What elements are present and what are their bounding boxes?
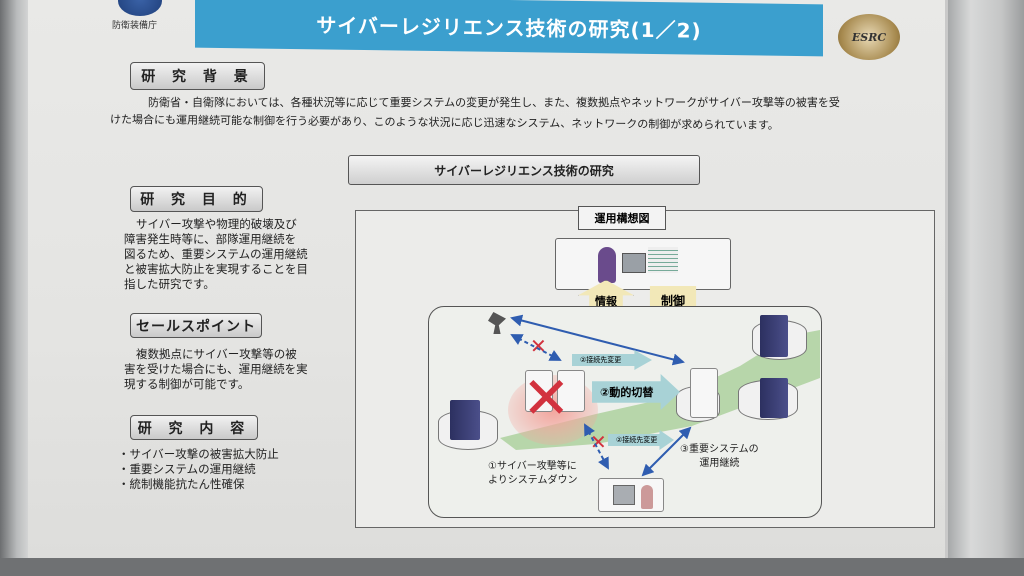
link-terminal-backup bbox=[641, 426, 692, 477]
selling-heading: セールスポイント bbox=[130, 313, 262, 338]
selling-line: 害を受けた場合にも、運用継続を実 bbox=[124, 362, 308, 376]
operator-icon bbox=[598, 247, 616, 283]
control-label: 制御 bbox=[660, 294, 685, 308]
purpose-heading: 研 究 目 的 bbox=[130, 186, 263, 212]
dynamic-switch-label: ②動的切替 bbox=[600, 386, 654, 399]
selling-line: 複数拠点にサイバー攻撃等の被 bbox=[136, 347, 297, 361]
caption-system-down-line: よりシステムダウン bbox=[488, 475, 578, 486]
purpose-line: 指した研究です。 bbox=[124, 277, 215, 291]
caption-continuity-line: ③重要システムの bbox=[680, 444, 759, 455]
conn-change-arrow-2: ②接続先変更 bbox=[608, 430, 674, 450]
purpose-text: サイバー攻撃や物理的破壊及び 障害発生時等に、部隊運用継続を 図るため、重要シス… bbox=[124, 217, 354, 292]
network-data-icon bbox=[648, 247, 678, 273]
contents-heading: 研 究 内 容 bbox=[130, 415, 258, 440]
background-heading: 研 究 背 景 bbox=[130, 62, 265, 90]
selling-text: 複数拠点にサイバー攻撃等の被 害を受けた場合にも、運用継続を実 現する制御が可能… bbox=[124, 347, 354, 392]
link-attacked-terminal bbox=[584, 423, 609, 470]
contents-list: ・サイバー攻撃の被害拡大防止 ・重要システムの運用継続 ・統制機能抗たん性確保 bbox=[118, 447, 348, 492]
server-north-icon bbox=[760, 315, 788, 357]
esrc-logo: ESRC bbox=[838, 14, 900, 60]
operator-icon bbox=[641, 485, 653, 509]
display-frame-right bbox=[948, 0, 1024, 576]
conn-change-arrow-1: ②接続先変更 bbox=[572, 350, 652, 370]
backup-operator-card bbox=[690, 368, 718, 418]
purpose-line: 障害発生時等に、部隊運用継続を bbox=[124, 232, 297, 246]
caption-continuity-line: 運用継続 bbox=[699, 458, 740, 469]
attacked-node-card-2 bbox=[557, 370, 585, 412]
ministry-logo bbox=[118, 0, 162, 16]
diagram-title: サイバーレジリエンス技術の研究 bbox=[348, 155, 700, 185]
attacked-node-card-1 bbox=[525, 370, 553, 412]
terminal-card bbox=[598, 478, 664, 512]
purpose-line: と被害拡大防止を実現することを目 bbox=[124, 262, 308, 276]
link-antenna-backup bbox=[510, 314, 685, 366]
monitor-icon bbox=[622, 253, 646, 273]
server-west-icon bbox=[450, 400, 480, 440]
server-east-icon bbox=[760, 378, 788, 418]
caption-continuity: ③重要システムの 運用継続 bbox=[680, 443, 759, 471]
caption-system-down: ①サイバー攻撃等に よりシステムダウン bbox=[488, 460, 578, 488]
org-name: 防衛装備庁 bbox=[112, 21, 158, 31]
display-frame-left bbox=[0, 0, 28, 576]
purpose-line: 図るため、重要システムの運用継続 bbox=[124, 247, 308, 261]
link-antenna-attacked bbox=[510, 334, 562, 361]
purpose-line: サイバー攻撃や物理的破壊及び bbox=[136, 217, 297, 231]
contents-item: ・統制機能抗たん性確保 bbox=[118, 477, 245, 491]
floor bbox=[0, 558, 1024, 576]
diagram-label: 運用構想図 bbox=[578, 206, 666, 230]
caption-system-down-line: ①サイバー攻撃等に bbox=[488, 461, 577, 472]
command-center-box bbox=[555, 238, 731, 290]
background-line-1: 防衛省・自衛隊においては、各種状況等に応じて重要システムの変更が発生し、また、複… bbox=[148, 96, 840, 109]
computer-icon bbox=[613, 485, 635, 505]
conn-change-label-2: ②接続先変更 bbox=[616, 436, 658, 444]
contents-item: ・サイバー攻撃の被害拡大防止 bbox=[118, 447, 279, 461]
selling-line: 現する制御が可能です。 bbox=[124, 377, 250, 391]
system-down-x-icon: ✕ bbox=[522, 364, 571, 432]
conn-change-label-1: ②接続先変更 bbox=[580, 356, 622, 364]
contents-item: ・重要システムの運用継続 bbox=[118, 462, 256, 476]
